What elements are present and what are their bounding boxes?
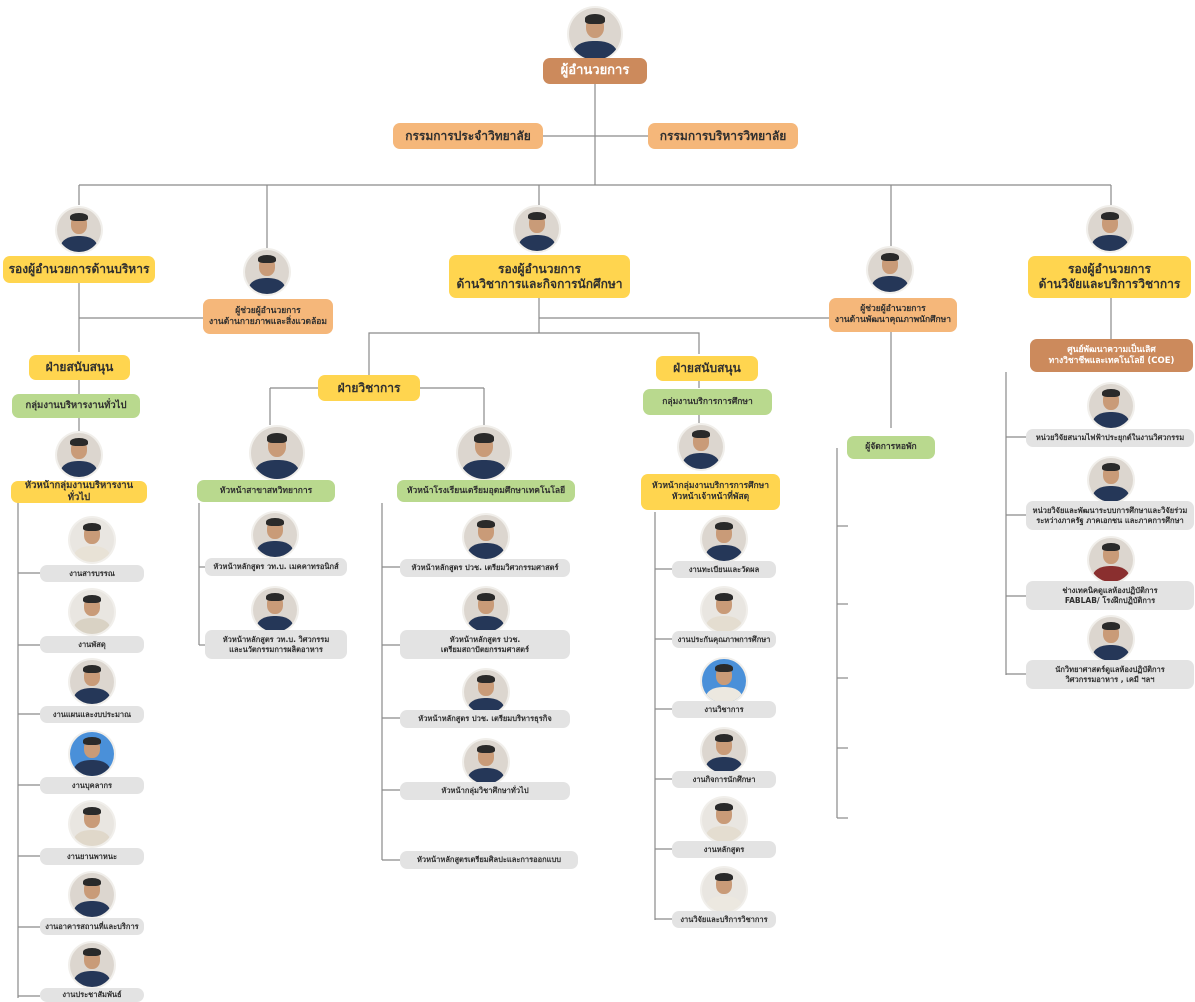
support-unit-box: งานกิจการนักศึกษา [672,771,776,788]
deputy-research-avatar [1088,207,1132,251]
unit-avatar [702,729,746,773]
assistant-physical-box: ผู้ช่วยผู้อำนวยการ งานด้านกายภาพและสิ่งแ… [203,299,333,334]
support-unit-box: งานทะเบียนและวัดผล [672,561,776,578]
deputy-academic-box: รองผู้อำนวยการ ด้านวิชาการและกิจการนักศึ… [449,255,630,298]
unit-avatar [70,590,114,634]
unit-avatar [464,740,508,784]
prep-unit-box: หัวหน้ากลุ่มวิชาศึกษาทั่วไป [400,782,570,800]
prep-unit-box: หัวหน้าหลักสูตร ปวช. เตรียมสถาปัตยกรรมศา… [400,630,570,659]
deputy-academic-avatar [515,207,559,251]
support-unit-box: งานหลักสูตร [672,841,776,858]
admin-head-avatar [57,433,101,477]
admin-unit-box: งานแผนและงบประมาณ [40,706,144,723]
admin-group-box: กลุ่มงานบริหารงานทั่วไป [12,394,140,418]
unit-avatar [1089,458,1133,502]
assistant-quality-box: ผู้ช่วยผู้อำนวยการ งานด้านพัฒนาคุณภาพนัก… [829,298,957,332]
school-unit-box: หัวหน้าหลักสูตร วท.บ. เมคคาทรอนิกส์ [205,558,347,576]
unit-avatar [253,513,297,557]
unit-avatar [70,518,114,562]
research-unit-box: นักวิทยาศาสตร์ดูแลห้องปฏิบัติการ วิศวกรร… [1026,660,1194,689]
research-unit-box: ช่างเทคนิคดูแลห้องปฏิบัติการ FABLAB/ โรง… [1026,581,1194,610]
unit-avatar [702,798,746,842]
college-committee-box: กรรมการประจำวิทยาลัย [393,123,543,149]
unit-avatar [464,588,508,632]
prep-unit-box: หัวหน้าหลักสูตร ปวช. เตรียมบริหารธุรกิจ [400,710,570,728]
research-unit-box: หน่วยวิจัยสนามไฟฟ้าประยุกต์ในงานวิศวกรรม [1026,429,1194,447]
prep-head-box: หัวหน้าโรงเรียนเตรียมอุดมศึกษาเทคโนโลยี [397,480,575,502]
prep-head-avatar [458,427,510,479]
admin-unit-box: งานสารบรรณ [40,565,144,582]
unit-avatar [702,659,746,703]
deputy-admin-avatar [57,208,101,252]
school-head-avatar [251,427,303,479]
support-division-box: ฝ่ายสนับสนุน [656,356,758,381]
unit-avatar [702,588,746,632]
unit-avatar [464,515,508,559]
coe-center-box: ศูนย์พัฒนาความเป็นเลิศ ทางวิชาชีพและเทคโ… [1030,339,1193,372]
admin-unit-box: งานพัสดุ [40,636,144,653]
unit-avatar [70,943,114,987]
unit-avatar [464,670,508,714]
unit-avatar [1089,617,1133,661]
support-unit-box: งานวิชาการ [672,701,776,718]
academic-division-box: ฝ่ายวิชาการ [318,375,420,401]
support-group-box: กลุ่มงานบริการการศึกษา [643,389,772,415]
admin-unit-box: งานประชาสัมพันธ์ [40,988,144,1002]
prep-unit-box: หัวหน้าหลักสูตรเตรียมศิลปะและการออกแบบ [400,851,578,869]
admin-head-box: หัวหน้ากลุ่มงานบริหารงานทั่วไป [11,480,147,503]
admin-unit-box: งานบุคลากร [40,777,144,794]
unit-avatar [70,802,114,846]
unit-avatar [70,732,114,776]
dorm-manager-box: ผู้จัดการหอพัก [847,436,935,459]
deputy-admin-box: รองผู้อำนวยการด้านบริหาร [3,256,155,283]
unit-avatar [70,873,114,917]
assistant-quality-avatar [868,248,912,292]
assistant-physical-avatar [245,250,289,294]
prep-unit-box: หัวหน้าหลักสูตร ปวช. เตรียมวิศวกรรมศาสตร… [400,559,570,577]
unit-avatar [70,660,114,704]
admin-unit-box: งานยานพาหนะ [40,848,144,865]
deputy-research-box: รองผู้อำนวยการ ด้านวิจัยและบริการวิชาการ [1028,256,1191,298]
unit-avatar [1089,384,1133,428]
unit-avatar [702,517,746,561]
support-unit-box: งานวิจัยและบริการวิชาการ [672,911,776,928]
director-box: ผู้อำนวยการ [543,58,647,84]
school-head-box: หัวหน้าสาขาสหวิทยาการ [197,480,335,502]
research-unit-box: หน่วยวิจัยและพัฒนาระบบการศึกษาและวิจัยร่… [1026,501,1194,530]
unit-avatar [1089,538,1133,582]
admin-unit-box: งานอาคารสถานที่และบริการ [40,918,144,935]
support-head-box: หัวหน้ากลุ่มงานบริการการศึกษา หัวหน้าเจ้… [641,474,780,510]
unit-avatar [702,868,746,912]
unit-avatar [253,588,297,632]
director-avatar [569,8,621,60]
admin-division-box: ฝ่ายสนับสนุน [29,355,130,380]
school-unit-box: หัวหน้าหลักสูตร วท.บ. วิศวกรรม และนวัตกร… [205,630,347,659]
executive-committee-box: กรรมการบริหารวิทยาลัย [648,123,798,149]
support-unit-box: งานประกันคุณภาพการศึกษา [672,631,776,648]
support-head-avatar [679,425,723,469]
